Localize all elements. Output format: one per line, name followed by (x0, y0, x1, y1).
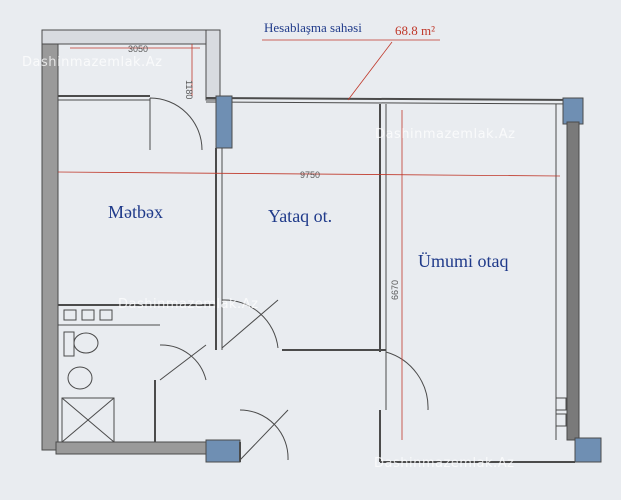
toilet-tank (63, 331, 75, 357)
bath-tile-1 (63, 309, 77, 321)
dim-total-width: 9750 (300, 170, 320, 180)
dim-top-width: 3050 (128, 44, 148, 54)
area-label: Hesablaşma sahəsi (264, 20, 362, 35)
wall-main-top-inner (205, 101, 581, 105)
wall-main-top (205, 97, 581, 101)
bath-tile-2 (81, 309, 95, 321)
dim-living-height: 6670 (390, 280, 400, 300)
dim-line-total-width (57, 171, 561, 177)
kitchen-door (149, 97, 203, 151)
area-value: 68.8 m² (395, 23, 435, 38)
shower-diag-2 (61, 397, 115, 443)
column-bottom-right (574, 437, 602, 463)
balcony-top (41, 29, 221, 45)
living-door (385, 351, 429, 411)
room-kitchen: Mətbəx (108, 202, 163, 222)
watermark-3: Dashinmazemlak.Az (118, 297, 258, 312)
bath-tile-3 (99, 309, 113, 321)
dim-top-height: 1180 (184, 80, 194, 99)
balcony-right (205, 29, 221, 101)
room-bedroom: Yataq ot. (268, 206, 332, 226)
sink (67, 366, 93, 390)
column-bottom-left (205, 439, 241, 463)
room-living: Ümumi otaq (418, 251, 509, 271)
column-top-right (562, 97, 584, 125)
wall-right-outer (566, 121, 580, 441)
column-top-middle (215, 95, 233, 149)
living-shelf-1 (555, 397, 567, 411)
area-leader-line (347, 41, 393, 101)
entrance-door (239, 409, 289, 461)
wall-bottom-left (55, 441, 217, 455)
bedroom-door (221, 299, 279, 349)
watermark-1: Dashinmazemlak.Az (22, 55, 162, 70)
wall-left-outer (41, 29, 59, 451)
watermark-2: Dashinmazemlak.Az (375, 127, 515, 142)
watermark-4: Dashinmazemlak.Az (374, 456, 514, 471)
bath-door (159, 344, 207, 381)
living-shelf-2 (555, 413, 567, 427)
